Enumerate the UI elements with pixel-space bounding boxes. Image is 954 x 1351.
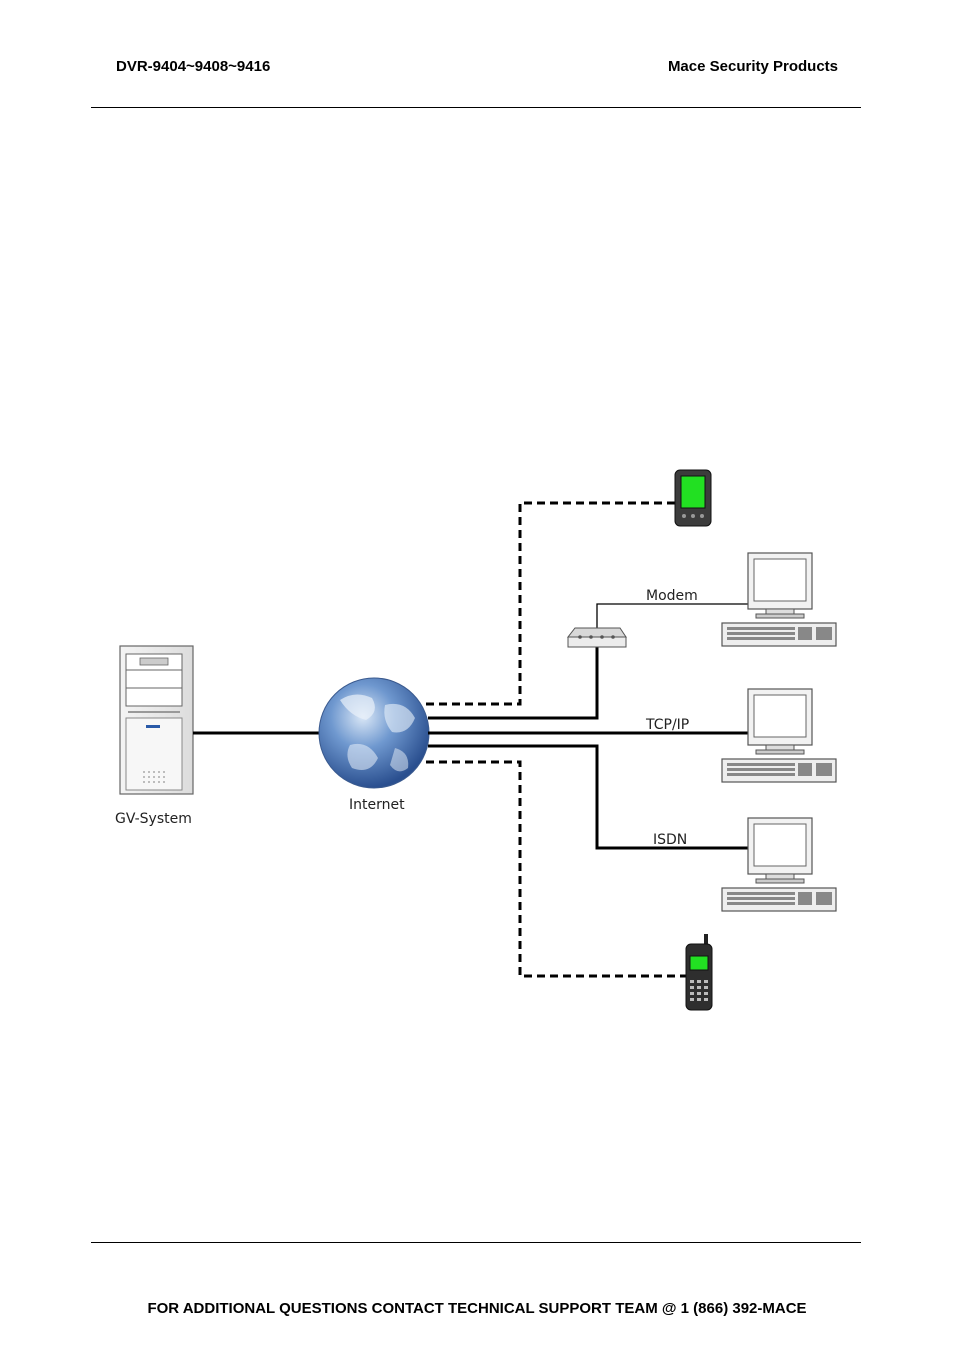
modem-icon — [566, 627, 627, 648]
internet-label: Internet — [349, 797, 405, 813]
tcpip-client-pc-icon — [721, 688, 837, 783]
footer-divider — [91, 1242, 861, 1243]
gv-system-server-icon — [119, 645, 194, 795]
mobile-phone-icon — [685, 934, 713, 1011]
header-divider — [91, 107, 861, 108]
pda-wireless-link — [426, 501, 676, 706]
modem-label: Modem — [646, 588, 698, 604]
pda-icon — [674, 469, 712, 527]
phone-wireless-link — [426, 760, 686, 978]
isdn-client-pc-icon — [721, 817, 837, 912]
company-name-header: Mace Security Products — [667, 58, 838, 75]
modem-to-pc-link — [596, 603, 748, 628]
tcpip-label: TCP/IP — [645, 717, 689, 733]
gv-system-label: GV-System — [115, 811, 192, 827]
modem-client-pc-icon — [721, 552, 837, 647]
support-contact-footer: FOR ADDITIONAL QUESTIONS CONTACT TECHNIC… — [147, 1300, 807, 1317]
isdn-link — [428, 744, 748, 850]
modem-link — [428, 647, 599, 720]
isdn-label: ISDN — [653, 832, 687, 848]
doc-model-header: DVR-9404~9408~9416 — [116, 58, 271, 75]
internet-globe-icon — [318, 677, 430, 789]
